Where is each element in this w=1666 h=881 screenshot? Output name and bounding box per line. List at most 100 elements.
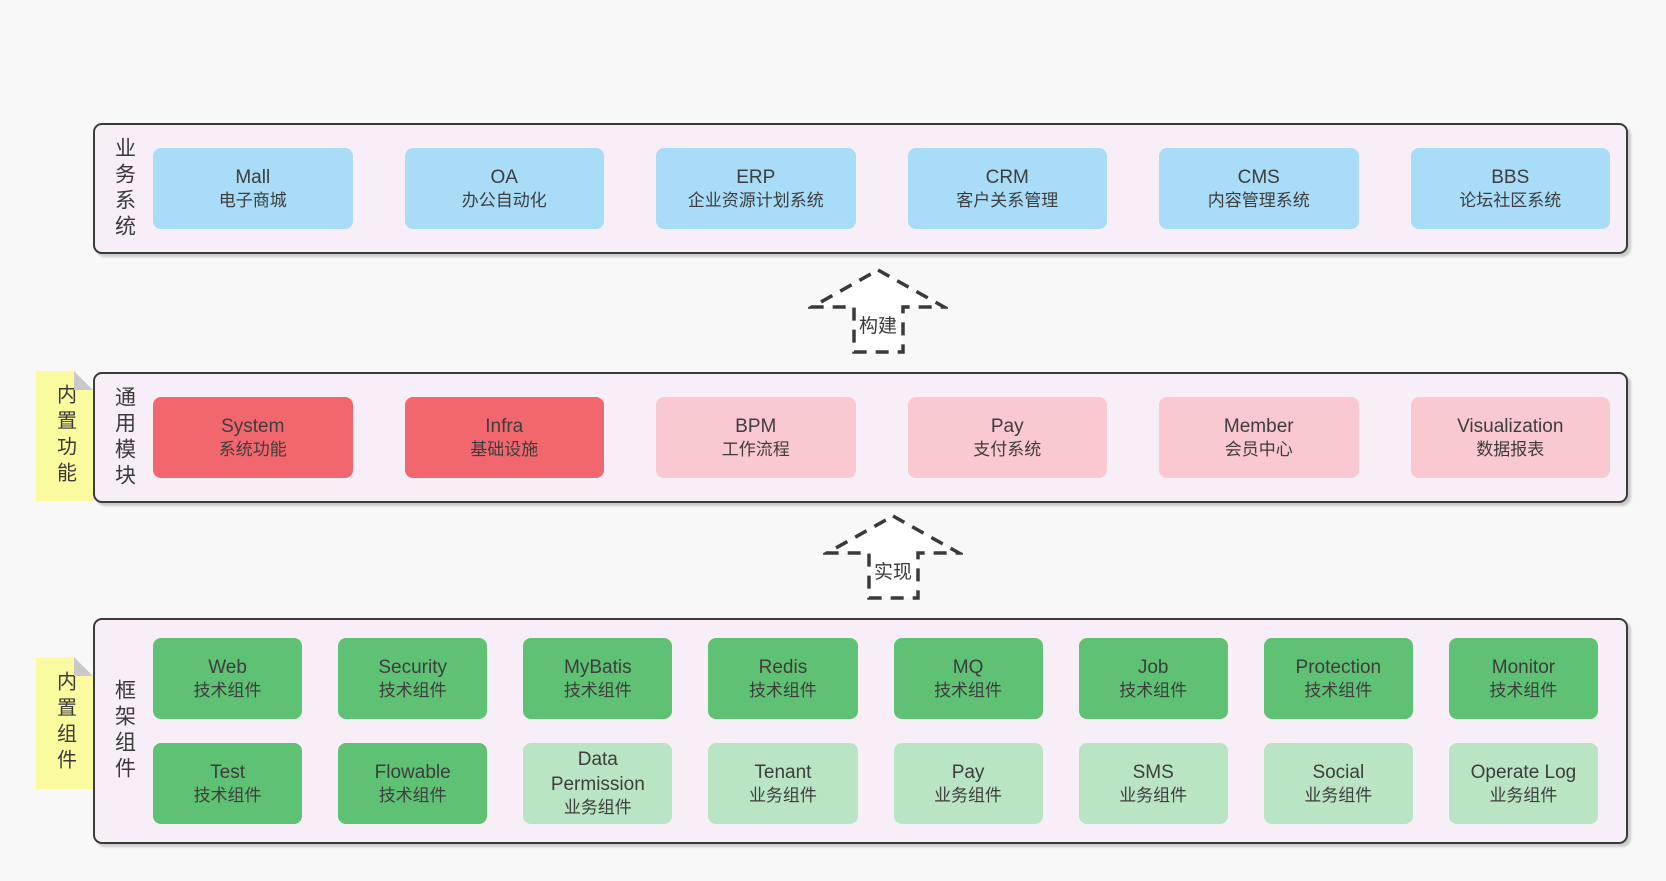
- box-subtitle: 业务组件: [1119, 785, 1188, 805]
- sticky-note-built-in-features: 内置功能: [36, 371, 93, 501]
- box-title: Monitor: [1491, 656, 1556, 678]
- box-title: SMS: [1132, 761, 1174, 783]
- box-subtitle: 技术组件: [378, 680, 447, 700]
- box-subtitle: 支付系统: [973, 439, 1042, 459]
- box-title: Pay: [951, 761, 985, 783]
- box-title: Protection: [1295, 656, 1382, 678]
- modules-layer-label-column: 通用模块: [95, 386, 153, 490]
- box-title: Visualization: [1457, 415, 1564, 437]
- box-subtitle: 技术组件: [1119, 680, 1188, 700]
- box-title: Infra: [485, 415, 524, 437]
- box-subtitle: 技术组件: [193, 680, 262, 700]
- box-title: Web: [208, 656, 247, 678]
- box-subtitle: 内容管理系统: [1207, 190, 1310, 210]
- box-title: MyBatis: [564, 656, 632, 678]
- folded-corner-icon: [74, 371, 93, 390]
- modules-layer-label: 通用模块: [112, 385, 136, 490]
- box-title: Test: [210, 761, 245, 783]
- box-title: CMS: [1237, 166, 1280, 188]
- box-title: System: [221, 415, 285, 437]
- box-subtitle: 业务组件: [1304, 785, 1373, 805]
- sticky-built-in-features-label: 内置功能: [53, 384, 76, 488]
- box-title: Security: [378, 656, 447, 678]
- box-subtitle: 技术组件: [1489, 680, 1558, 700]
- box-subtitle: 企业资源计划系统: [687, 190, 824, 210]
- build-arrow: 构建: [808, 266, 948, 356]
- box-title: Job: [1137, 656, 1169, 678]
- box-subtitle: 业务组件: [1489, 785, 1558, 805]
- box-subtitle: 工作流程: [721, 439, 790, 459]
- box-subtitle: 技术组件: [934, 680, 1003, 700]
- box-subtitle: 业务组件: [563, 798, 632, 818]
- box-title: Social: [1312, 761, 1365, 783]
- box-title: Tenant: [754, 761, 812, 783]
- box-subtitle: 会员中心: [1224, 439, 1293, 459]
- components-layer-label-column: 框架组件: [95, 679, 153, 783]
- folded-corner-icon: [74, 657, 93, 676]
- business-layer-label-column: 业务系统: [95, 137, 153, 241]
- box-subtitle: 数据报表: [1476, 439, 1545, 459]
- box-title: Mall: [235, 166, 271, 188]
- box-title: Data Permission: [550, 749, 645, 796]
- build-arrow-label: 构建: [858, 316, 897, 337]
- box-subtitle: 论坛社区系统: [1459, 190, 1562, 210]
- box-title: OA: [490, 166, 518, 188]
- box-subtitle: 技术组件: [1304, 680, 1373, 700]
- box-title: BPM: [735, 415, 777, 437]
- box-subtitle: 技术组件: [378, 785, 447, 805]
- box-subtitle: 业务组件: [748, 785, 817, 805]
- box-subtitle: 技术组件: [193, 785, 262, 805]
- box-title: Flowable: [374, 761, 451, 783]
- box-subtitle: 基础设施: [470, 439, 539, 459]
- up-block-arrow-icon: [823, 513, 963, 600]
- box-title: BBS: [1491, 166, 1530, 188]
- box-subtitle: 技术组件: [563, 680, 632, 700]
- box-title: Pay: [990, 415, 1024, 437]
- implement-arrow: 实现: [823, 512, 963, 602]
- box-subtitle: 系统功能: [218, 439, 287, 459]
- up-block-arrow-icon: [808, 267, 948, 354]
- box-title: Member: [1223, 415, 1294, 437]
- sticky-built-in-components-label: 内置组件: [53, 671, 76, 775]
- box-subtitle: 业务组件: [934, 785, 1003, 805]
- box-subtitle: 电子商城: [218, 190, 287, 210]
- business-layer-label: 业务系统: [112, 136, 136, 241]
- box-subtitle: 技术组件: [748, 680, 817, 700]
- components-layer-label: 框架组件: [112, 679, 136, 783]
- box-subtitle: 客户关系管理: [956, 190, 1059, 210]
- implement-arrow-label: 实现: [873, 562, 912, 583]
- box-title: ERP: [736, 166, 776, 188]
